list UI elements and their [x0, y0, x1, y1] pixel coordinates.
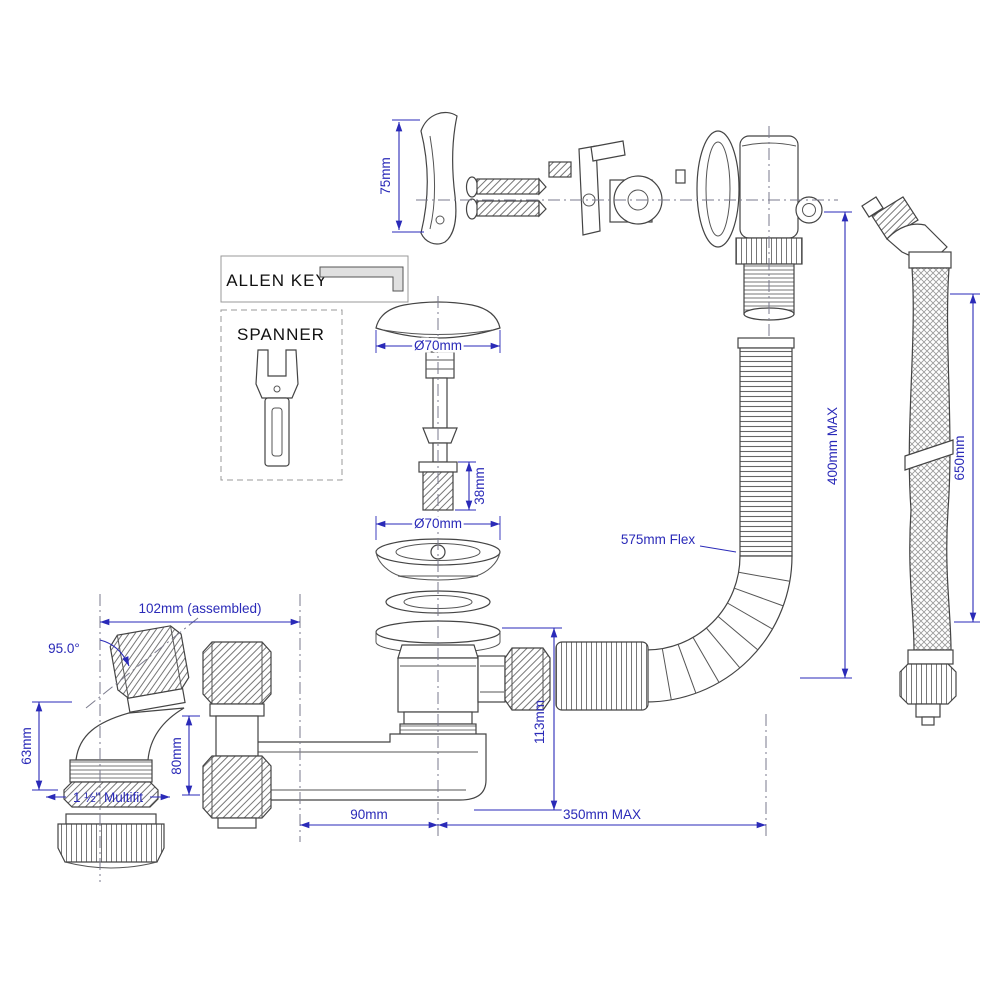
overflow-flex-pipe: [504, 337, 795, 711]
outlet-stack: [202, 641, 272, 829]
spanner-icon: [255, 349, 299, 467]
outlet-bottom-nut: [202, 755, 272, 819]
allen-key-border: [220, 255, 409, 303]
dim-80mm: 80mm: [169, 737, 184, 775]
label-575mm-flex: 575mm Flex: [621, 532, 696, 547]
dim-95-degrees: 95.0°: [48, 641, 80, 656]
hose-elbow-nut: [871, 196, 919, 240]
hose-tip: [861, 196, 884, 218]
elbow-body: [75, 707, 185, 761]
swivel-elbow: [57, 625, 190, 869]
grub-screw: [675, 169, 686, 184]
outlet-top-nut: [202, 641, 272, 705]
dim-102mm: 102mm (assembled): [138, 601, 261, 616]
dim-dia70-bottom: Ø70mm: [414, 516, 462, 531]
overflow-cover-inner: [429, 135, 435, 230]
waste-side-port: [477, 655, 506, 703]
dim-350mm-max: 350mm MAX: [563, 807, 641, 822]
bend-corrugations: [661, 571, 790, 700]
outlet-tail-pipe: [215, 715, 259, 757]
overflow-screw: [465, 176, 547, 198]
overflow-assembly: [420, 111, 823, 321]
dim-400mm-max: 400mm MAX: [825, 407, 840, 485]
plug-clip: [422, 427, 458, 444]
flex-vertical-section: [739, 347, 793, 557]
waste-assembly: [375, 538, 506, 766]
overflow-pin: [548, 161, 572, 178]
spanner-box: SPANNER: [220, 309, 343, 481]
hose-crimp-band: [904, 439, 954, 471]
dim-38mm: 38mm: [472, 467, 487, 505]
trap-arm: [255, 733, 487, 801]
hose-bottom-nut: [899, 663, 957, 705]
spanner-label: SPANNER: [237, 325, 325, 344]
overflow-bracket: [578, 140, 626, 236]
tee-hex-nut: [504, 647, 551, 711]
dim-650mm: 650mm: [952, 435, 967, 480]
elbow-inlet-nut: [109, 625, 190, 699]
dim-113mm: 113mm: [532, 700, 547, 744]
allen-key-box: ALLEN KEY: [220, 255, 409, 303]
overflow-screw: [465, 198, 547, 220]
elbow-thread-collar: [69, 759, 153, 783]
allen-key-label: ALLEN KEY: [226, 271, 328, 290]
overflow-cover: [420, 111, 458, 245]
dimensions: 75mm Ø70mm 38mm Ø70mm 575mm Flex 400mm M…: [19, 119, 980, 829]
dim-90mm: 90mm: [350, 807, 388, 822]
flex-swivel-nut: [555, 641, 649, 711]
plug-stem: [425, 351, 455, 379]
dim-75mm: 75mm: [378, 157, 393, 195]
cover-screw-hole: [435, 215, 445, 225]
centerlines: [85, 126, 838, 882]
spanner-border: [220, 309, 343, 481]
elbow-hex-nut: [63, 781, 159, 808]
flexible-hose: [861, 196, 957, 726]
overflow-body: [735, 135, 823, 321]
label-multifit: 1 ½" Multifit: [73, 790, 143, 805]
dim-dia70-top: Ø70mm: [414, 338, 462, 353]
overflow-faceplate: [696, 130, 740, 248]
dim-63mm: 63mm: [19, 727, 34, 765]
multifit-nut: [57, 823, 165, 863]
allen-key-icon: [319, 266, 404, 292]
